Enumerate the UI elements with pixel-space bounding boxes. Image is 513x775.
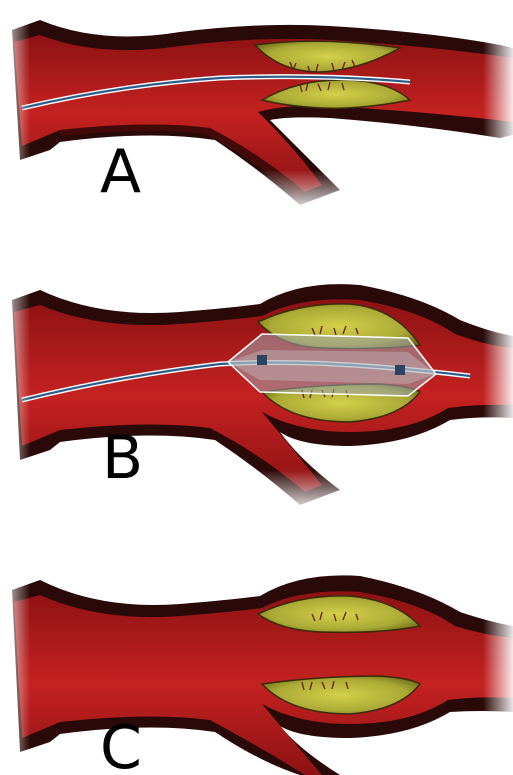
artery-vessel	[12, 575, 513, 775]
panel-b: B	[0, 280, 513, 510]
panel-label-c: C	[100, 713, 142, 775]
balloon-marker-left	[257, 355, 267, 365]
panel-label-a: A	[100, 137, 141, 207]
panel-c: C	[0, 570, 513, 775]
panel-label-b: B	[102, 423, 143, 493]
panel-a: A	[0, 0, 513, 210]
inflated-balloon	[228, 334, 436, 396]
balloon-marker-right	[395, 365, 405, 375]
